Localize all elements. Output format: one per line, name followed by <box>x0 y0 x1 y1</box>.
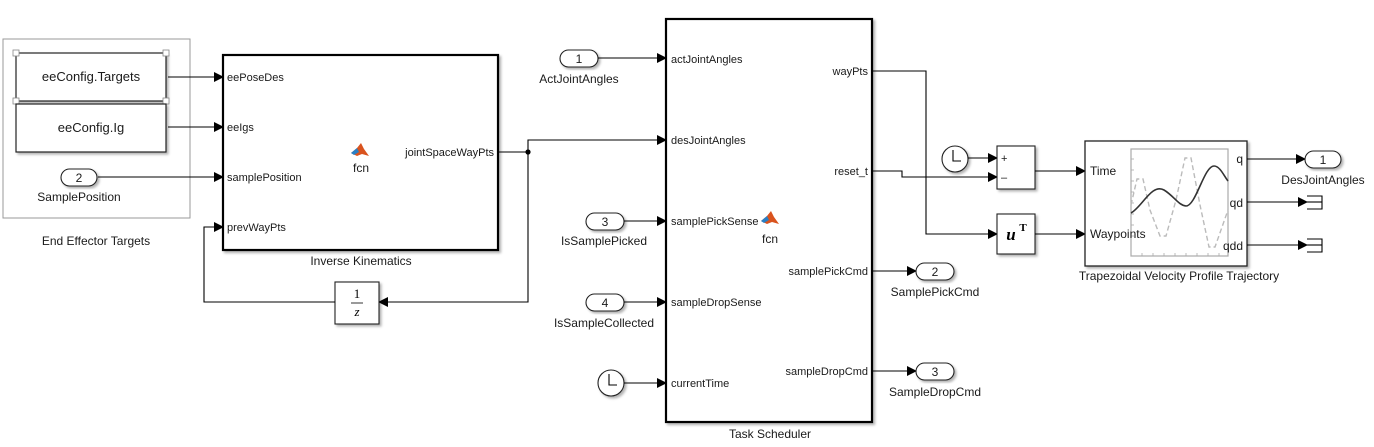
selection-handle[interactable] <box>162 97 170 105</box>
inport-is-sample-picked[interactable]: 3 IsSamplePicked <box>561 212 647 248</box>
ts-output-reset-t: reset_t <box>834 166 868 178</box>
outport-sample-drop-cmd[interactable]: 3 SampleDropCmd <box>889 362 981 399</box>
selection-handle[interactable] <box>12 97 20 105</box>
ts-input-sample-drop-sense: sampleDropSense <box>671 297 762 309</box>
clock-icon <box>952 150 961 162</box>
selection-handle[interactable] <box>12 49 20 57</box>
inport-sample-position[interactable]: 2 SamplePosition <box>37 168 121 204</box>
transpose-base: u <box>1006 225 1015 244</box>
inverse-kinematics-title: Inverse Kinematics <box>310 254 411 268</box>
transpose-sup: T <box>1019 222 1027 234</box>
inport-number: 2 <box>76 171 83 185</box>
terminator-qdd[interactable] <box>1307 238 1323 253</box>
ts-input-act-joint-angles: actJointAngles <box>671 54 743 66</box>
constant-ee-ig[interactable]: eeConfig.Ig <box>15 103 167 153</box>
outport-number: 3 <box>932 365 939 379</box>
trajectory-block[interactable]: Time Waypoints q qd qdd <box>1084 140 1248 267</box>
unit-delay-block[interactable]: 1 z <box>334 281 380 325</box>
inport-name: SamplePosition <box>37 190 120 204</box>
task-scheduler-block[interactable]: actJointAngles desJointAngles samplePick… <box>664 17 874 424</box>
ik-output-joint-space-way-pts: jointSpaceWayPts <box>404 147 494 159</box>
unit-delay-denominator: z <box>353 304 359 319</box>
wire[interactable] <box>872 70 998 239</box>
end-effector-targets-area: End Effector Targets eeConfig.Targets ee… <box>2 38 191 248</box>
ts-output-sample-drop-cmd: sampleDropCmd <box>785 366 868 378</box>
outport-name: DesJointAngles <box>1281 173 1364 187</box>
inport-number: 3 <box>602 215 609 229</box>
terminator-qd[interactable] <box>1307 195 1323 210</box>
traj-input-time: Time <box>1090 164 1117 178</box>
traj-output-q: q <box>1236 152 1243 166</box>
inport-number: 1 <box>576 52 583 66</box>
clock-block[interactable] <box>597 369 625 397</box>
ik-input-ee-igs: eeIgs <box>227 122 254 134</box>
constant-ee-targets-label: eeConfig.Targets <box>42 69 141 84</box>
outport-number: 2 <box>932 265 939 279</box>
inport-name: IsSampleCollected <box>554 316 654 330</box>
ik-fcn-label: fcn <box>353 161 369 175</box>
inport-is-sample-collected[interactable]: 4 IsSampleCollected <box>554 293 654 330</box>
trajectory-title: Trapezoidal Velocity Profile Trajectory <box>1079 269 1279 283</box>
ts-fcn-label: fcn <box>762 232 778 246</box>
selection-handle[interactable] <box>162 49 170 57</box>
wire[interactable] <box>872 170 998 182</box>
ts-output-sample-pick-cmd: samplePickCmd <box>789 266 868 278</box>
task-scheduler-title: Task Scheduler <box>729 427 811 441</box>
outport-number: 1 <box>1320 153 1327 167</box>
wire[interactable] <box>527 135 667 152</box>
ik-input-sample-position: samplePosition <box>227 172 302 184</box>
clock-icon <box>608 374 617 386</box>
ts-input-current-time: currentTime <box>671 378 729 390</box>
unit-delay-numerator: 1 <box>354 286 361 301</box>
outport-sample-pick-cmd[interactable]: 2 SamplePickCmd <box>891 262 980 299</box>
sum-block[interactable]: + – <box>996 145 1036 190</box>
outport-des-joint-angles[interactable]: 1 DesJointAngles <box>1281 150 1365 187</box>
clock-block-2[interactable] <box>941 145 969 173</box>
traj-input-waypoints: Waypoints <box>1090 227 1146 241</box>
matlab-icon <box>351 143 369 156</box>
sum-sign-plus: + <box>1001 153 1007 165</box>
traj-output-qdd: qdd <box>1223 239 1243 253</box>
traj-output-qd: qd <box>1230 196 1243 210</box>
inport-name: IsSamplePicked <box>561 234 647 248</box>
branch-point <box>525 149 531 155</box>
inport-act-joint-angles[interactable]: 1 ActJointAngles <box>539 49 619 86</box>
constant-ee-ig-label: eeConfig.Ig <box>58 120 125 135</box>
inverse-kinematics-block[interactable]: eePoseDes eeIgs samplePosition prevWayPt… <box>221 53 500 252</box>
wire[interactable] <box>203 222 335 303</box>
ts-output-way-pts: wayPts <box>832 66 869 78</box>
matlab-icon <box>761 211 779 224</box>
inport-number: 4 <box>602 296 609 310</box>
ik-input-prev-way-pts: prevWayPts <box>227 222 286 234</box>
subsystem-title: End Effector Targets <box>42 234 150 248</box>
ts-input-des-joint-angles: desJointAngles <box>671 135 746 147</box>
constant-ee-targets[interactable]: eeConfig.Targets <box>12 49 170 105</box>
outport-name: SamplePickCmd <box>891 285 980 299</box>
transpose-block[interactable]: u T <box>996 213 1036 255</box>
ts-input-sample-pick-sense: samplePickSense <box>671 216 758 228</box>
sum-sign-minus: – <box>1001 172 1008 184</box>
inport-name: ActJointAngles <box>539 72 618 86</box>
wire[interactable] <box>378 152 529 307</box>
trajectory-plot-icon <box>1130 148 1229 257</box>
ik-input-ee-pose-des: eePoseDes <box>227 72 284 84</box>
outport-name: SampleDropCmd <box>889 385 981 399</box>
